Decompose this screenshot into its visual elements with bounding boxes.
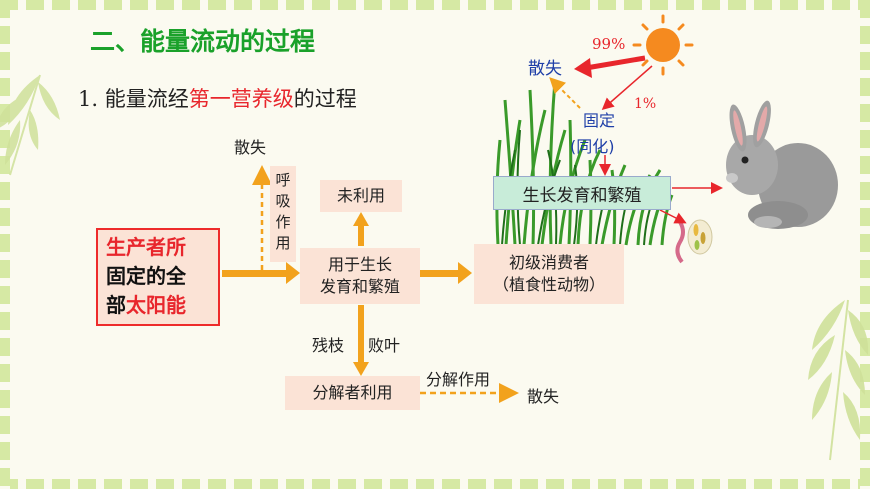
frame-right-border: [860, 0, 870, 489]
frame-bottom-border: [0, 479, 870, 489]
respiration-char: 用: [275, 234, 291, 252]
producer-line3-black: 部: [106, 293, 126, 317]
residue-label-1: 残枝: [312, 336, 345, 355]
sun-icon: [632, 14, 694, 76]
frame-left-border: [0, 0, 10, 489]
percent-99-label: 99%: [592, 35, 626, 53]
subtitle-highlight: 第一营养级: [188, 87, 294, 111]
dissipate-respiration-label: 散失: [234, 138, 267, 157]
producer-line3-red: 太阳能: [126, 293, 186, 317]
growth-line2: 发育和繁殖: [319, 277, 400, 296]
respiration-char: 吸: [275, 192, 291, 210]
arrow-producer-to-growth: [222, 262, 300, 284]
microbes-icon: [675, 219, 713, 264]
arrow-sun-dissipate: [574, 55, 646, 78]
arrow-growth-to-consumer: [420, 262, 472, 284]
growth-line1: 用于生长: [327, 255, 392, 275]
residue-label-2: 败叶: [368, 336, 401, 355]
dissipate-decomposition-label: 散失: [527, 387, 560, 406]
assimilate-label: (同化): [570, 137, 615, 156]
leaf-left-icon: [0, 74, 60, 176]
growth-reproduction-box: 用于生长 发育和繁殖: [300, 248, 420, 304]
section-subtitle: 1. 能量流经第一营养级的过程: [78, 83, 357, 113]
producer-line2: 固定的全: [106, 264, 186, 288]
arrow-fixed-dissipate: [549, 77, 581, 109]
illustration-dissipate-label: 散失: [528, 59, 562, 79]
decomposer-box: 分解者利用: [285, 376, 420, 410]
respiration-char: 作: [275, 213, 291, 231]
page-title: 二、能量流动的过程: [90, 27, 316, 56]
respiration-box: 呼 吸 作 用: [270, 166, 296, 262]
producer-line1: 生产者所: [106, 235, 186, 259]
subtitle-part1: 能量流经: [104, 87, 189, 111]
rabbit-icon: [726, 100, 838, 229]
decomposition-label: 分解作用: [426, 370, 491, 389]
frame-top-border: [0, 0, 870, 10]
fixed-label: 固定: [583, 111, 616, 130]
producer-box: 生产者所 固定的全 部太阳能: [96, 228, 220, 326]
consumer-line1: 初级消费者: [508, 253, 589, 273]
unused-box: 未利用: [320, 180, 402, 212]
primary-consumer-box: 初级消费者 （植食性动物）: [474, 244, 624, 304]
subtitle-prefix: 1.: [78, 87, 99, 111]
respiration-char: 呼: [275, 171, 291, 189]
percent-1-label: 1%: [634, 96, 657, 112]
arrow-growth-to-unused: [353, 212, 369, 246]
illustration-growth-box: 生长发育和繁殖: [493, 176, 671, 210]
arrow-sun-to-grass: [601, 65, 653, 110]
consumer-line2: （植食性动物）: [492, 275, 605, 294]
leaf-right-icon: [808, 299, 869, 461]
arrow-growth-to-decomposer: [353, 305, 369, 376]
subtitle-part2: 的过程: [293, 87, 357, 111]
arrow-growth-to-microbes: [659, 209, 687, 224]
